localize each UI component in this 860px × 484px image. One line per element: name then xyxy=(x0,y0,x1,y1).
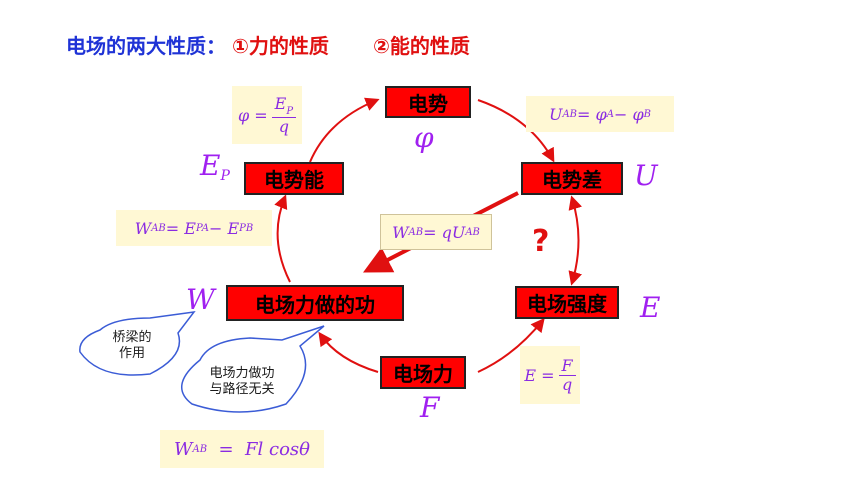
page-title: 电场的两大性质：①力的性质 ②能的性质 xyxy=(66,30,470,59)
formula-wep-pa-sub: PA xyxy=(195,222,209,234)
formula-wfl-rest: = Fl cosθ xyxy=(207,438,311,460)
formula-u-mid: = φ xyxy=(577,104,607,124)
symbol-ep-sub: P xyxy=(220,168,230,184)
formula-u-main: U xyxy=(548,104,563,124)
formula-phi-den: q xyxy=(278,116,289,136)
formula-e-definition: E = F q xyxy=(520,346,580,404)
arrow-difference-strength xyxy=(568,195,582,286)
node-potential: 电势 xyxy=(385,86,471,118)
symbol-e: E xyxy=(640,291,661,324)
formula-phi-num-main: E xyxy=(274,93,287,113)
symbol-u: U xyxy=(634,159,658,192)
node-potential-difference: 电势差 xyxy=(521,162,623,195)
formula-phi-num: EP xyxy=(271,93,297,118)
symbol-ep-main: E xyxy=(200,149,221,182)
formula-e-fraction: F q xyxy=(558,357,576,394)
formula-u-minus: − φ xyxy=(613,104,644,124)
bubble-path-shape xyxy=(181,325,325,413)
formula-wep-mid: = E xyxy=(165,218,196,238)
symbol-ep: EP xyxy=(200,149,230,184)
node-field-work: 电场力做的功 xyxy=(226,285,404,321)
formula-phi-fraction: EP q xyxy=(271,93,297,136)
formula-wep-w: W xyxy=(134,218,152,238)
formula-phi-definition: φ = EP q xyxy=(232,86,302,144)
symbol-f: F xyxy=(420,391,440,424)
bubble-path-line-1: 电场力做功 xyxy=(209,366,275,381)
node-field-strength: 电场强度 xyxy=(515,286,619,319)
formula-e-den: q xyxy=(561,374,573,394)
bubble-path-text: 电场力做功 与路径无关 xyxy=(186,366,298,399)
arrow-force-to-strength xyxy=(477,317,545,373)
arrow-energy-to-potential xyxy=(309,97,380,163)
arrow-work-to-energy xyxy=(274,194,291,283)
formula-phi-num-sub: P xyxy=(286,105,294,117)
symbol-phi: φ xyxy=(414,121,434,154)
bubble-bridge-line-2: 作用 xyxy=(118,346,145,362)
arrow-potential-to-difference xyxy=(477,99,555,163)
title-part-1: 电场的两大性质： xyxy=(66,34,226,58)
formula-wfl-w: W xyxy=(173,438,193,460)
bubble-bridge-shape xyxy=(79,311,196,376)
formula-wfl-w-sub: AB xyxy=(192,443,208,455)
formula-u-a-sub: A xyxy=(606,108,614,120)
title-energy-property: ②能的性质 xyxy=(372,34,470,58)
formula-wep-pb-sub: PB xyxy=(239,222,254,234)
formula-wqu-w: W xyxy=(392,222,409,242)
symbol-w: W xyxy=(186,283,215,316)
question-mark: ? xyxy=(532,224,550,259)
formula-u-sub: AB xyxy=(562,108,578,120)
formula-wep-w-sub: AB xyxy=(151,222,166,234)
formula-wep-minus: − E xyxy=(209,218,240,238)
node-field-force: 电场力 xyxy=(380,356,466,389)
bubble-bridge-line-1: 桥梁的 xyxy=(112,330,152,345)
title-force-property: ①力的性质 xyxy=(232,34,329,58)
formula-phi-lhs: φ = xyxy=(237,105,268,125)
formula-wqu-w-sub: AB xyxy=(408,226,424,238)
formula-wqu-ab-sub: AB xyxy=(465,226,480,238)
formula-wqu-mid: = qU xyxy=(423,222,466,242)
bubble-path-line-2: 与路径无关 xyxy=(209,382,275,398)
formula-u-b-sub: B xyxy=(643,108,652,120)
bubble-bridge-text: 桥梁的 作用 xyxy=(96,330,168,363)
formula-e-num: F xyxy=(558,357,576,376)
formula-e-lhs: E = xyxy=(524,365,555,385)
arrow-force-to-work xyxy=(318,331,379,373)
node-potential-energy: 电势能 xyxy=(244,162,344,195)
